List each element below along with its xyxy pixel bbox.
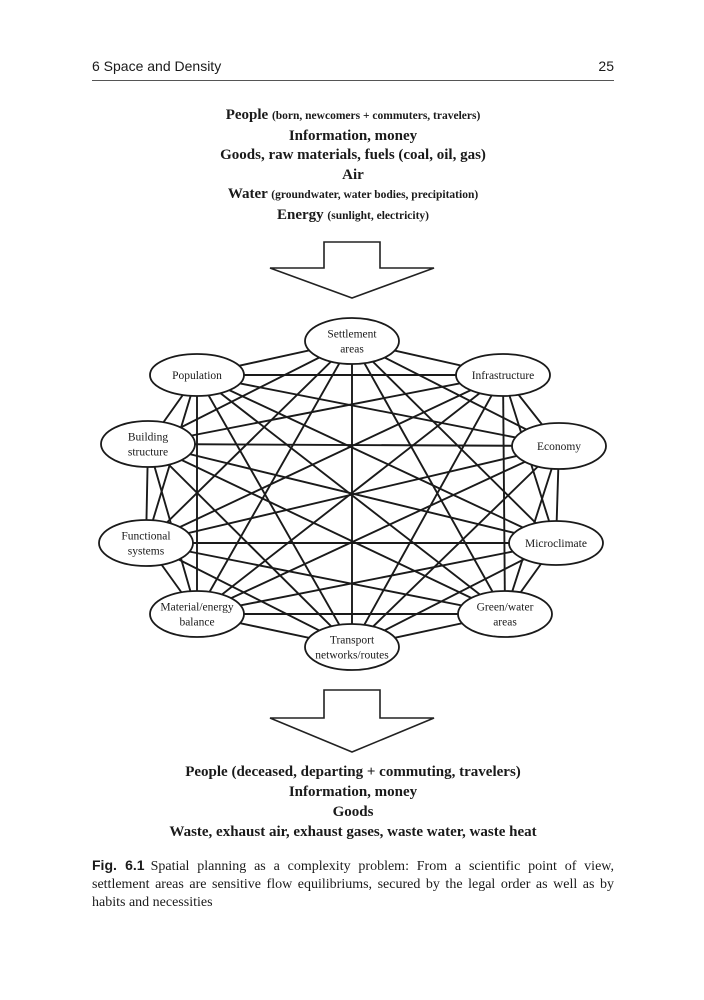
node-label: structure — [128, 447, 168, 459]
edge-green-water-population — [196, 374, 506, 615]
node-ellipse — [511, 422, 607, 470]
inflow-item: Water (groundwater, water bodies, precip… — [227, 186, 479, 202]
edge-microclimate-population — [196, 374, 557, 544]
outflow-item: Information, money — [288, 784, 418, 800]
node-label: Green/water — [477, 602, 534, 614]
inflow-item: Goods, raw materials, fuels (coal, oil, … — [220, 147, 486, 163]
edge-transport-functional — [145, 542, 353, 648]
node-green-water: Green/water areas — [457, 590, 553, 638]
node-ellipse — [98, 519, 194, 567]
node-label: areas — [340, 344, 364, 356]
node-label: networks/routes — [315, 650, 389, 662]
node-economy: Economy — [511, 422, 607, 470]
edge-transport-population — [196, 374, 353, 648]
edge-microclimate-building — [147, 443, 557, 544]
inflow-item: Air — [342, 166, 364, 183]
node-ellipse — [100, 420, 196, 468]
page-number: 25 — [598, 58, 614, 74]
outflow-item: Waste, exhaust air, exhaust gases, waste… — [169, 824, 537, 840]
inflow-item: Energy (sunlight, electricity) — [277, 206, 429, 223]
edge-infrastructure-functional — [145, 374, 504, 544]
edge-economy-population — [196, 374, 560, 447]
edge-green-water-building — [147, 443, 506, 615]
node-label: Material/energy — [160, 602, 233, 614]
edge-settlement-material-energy — [196, 340, 353, 615]
edge-green-water-functional — [145, 542, 506, 615]
edge-microclimate-material-energy — [196, 542, 557, 615]
node-ellipse — [304, 623, 400, 671]
connection-lines — [145, 340, 560, 648]
node-label: Infrastructure — [472, 370, 535, 382]
node-label: Microclimate — [525, 538, 587, 550]
node-label: areas — [493, 617, 517, 629]
outflow-item: People (deceased, departing + commuting,… — [185, 764, 521, 780]
node-settlement: Settlement areas — [304, 317, 400, 365]
inflow-item: Information, money — [288, 127, 418, 144]
edge-microclimate-transport — [351, 542, 557, 648]
edge-economy-building — [147, 443, 560, 447]
node-label: Building — [128, 432, 169, 444]
inflow-arrow — [269, 241, 435, 299]
edge-economy-material-energy — [196, 445, 560, 615]
node-population: Population — [149, 353, 245, 397]
node-ellipse — [508, 520, 604, 566]
node-transport: Transport networks/routes — [304, 623, 400, 671]
outflow-item: Goods — [332, 804, 374, 820]
outflow-arrow — [269, 689, 435, 753]
outflow-list: People (deceased, departing + commuting,… — [92, 762, 614, 842]
node-label: systems — [128, 546, 165, 558]
node-label: Functional — [121, 531, 170, 543]
edge-transport-building — [147, 443, 353, 648]
edge-settlement-economy — [351, 340, 560, 447]
node-label: Economy — [537, 441, 581, 453]
node-group: SettlementareasInfrastructureEconomyMicr… — [98, 317, 607, 671]
node-label: balance — [179, 617, 214, 629]
chapter-title: 6 Space and Density — [92, 58, 222, 74]
node-ellipse — [304, 317, 400, 365]
node-ellipse — [149, 353, 245, 397]
node-ellipse — [455, 353, 551, 397]
node-ellipse — [457, 590, 553, 638]
edge-infrastructure-green-water — [502, 374, 506, 615]
node-label: Population — [172, 370, 222, 382]
node-ellipse — [149, 590, 245, 638]
node-functional: Functional systems — [98, 519, 194, 567]
node-label: Settlement — [327, 329, 377, 341]
node-label: Transport — [330, 635, 375, 647]
inflow-item: People (born, newcomers + commuters, tra… — [225, 107, 481, 123]
caption-text: Spatial planning as a complexity problem… — [92, 859, 614, 910]
node-infrastructure: Infrastructure — [455, 353, 551, 397]
edge-infrastructure-building — [147, 374, 504, 445]
running-header: 6 Space and Density 25 — [92, 56, 614, 81]
inflow-list: People (born, newcomers + commuters, tra… — [92, 106, 614, 226]
node-building: Building structure — [100, 420, 196, 468]
figure-label: Fig. 6.1 — [92, 857, 145, 873]
node-material-energy: Material/energy balance — [149, 590, 245, 638]
node-microclimate: Microclimate — [508, 520, 604, 566]
